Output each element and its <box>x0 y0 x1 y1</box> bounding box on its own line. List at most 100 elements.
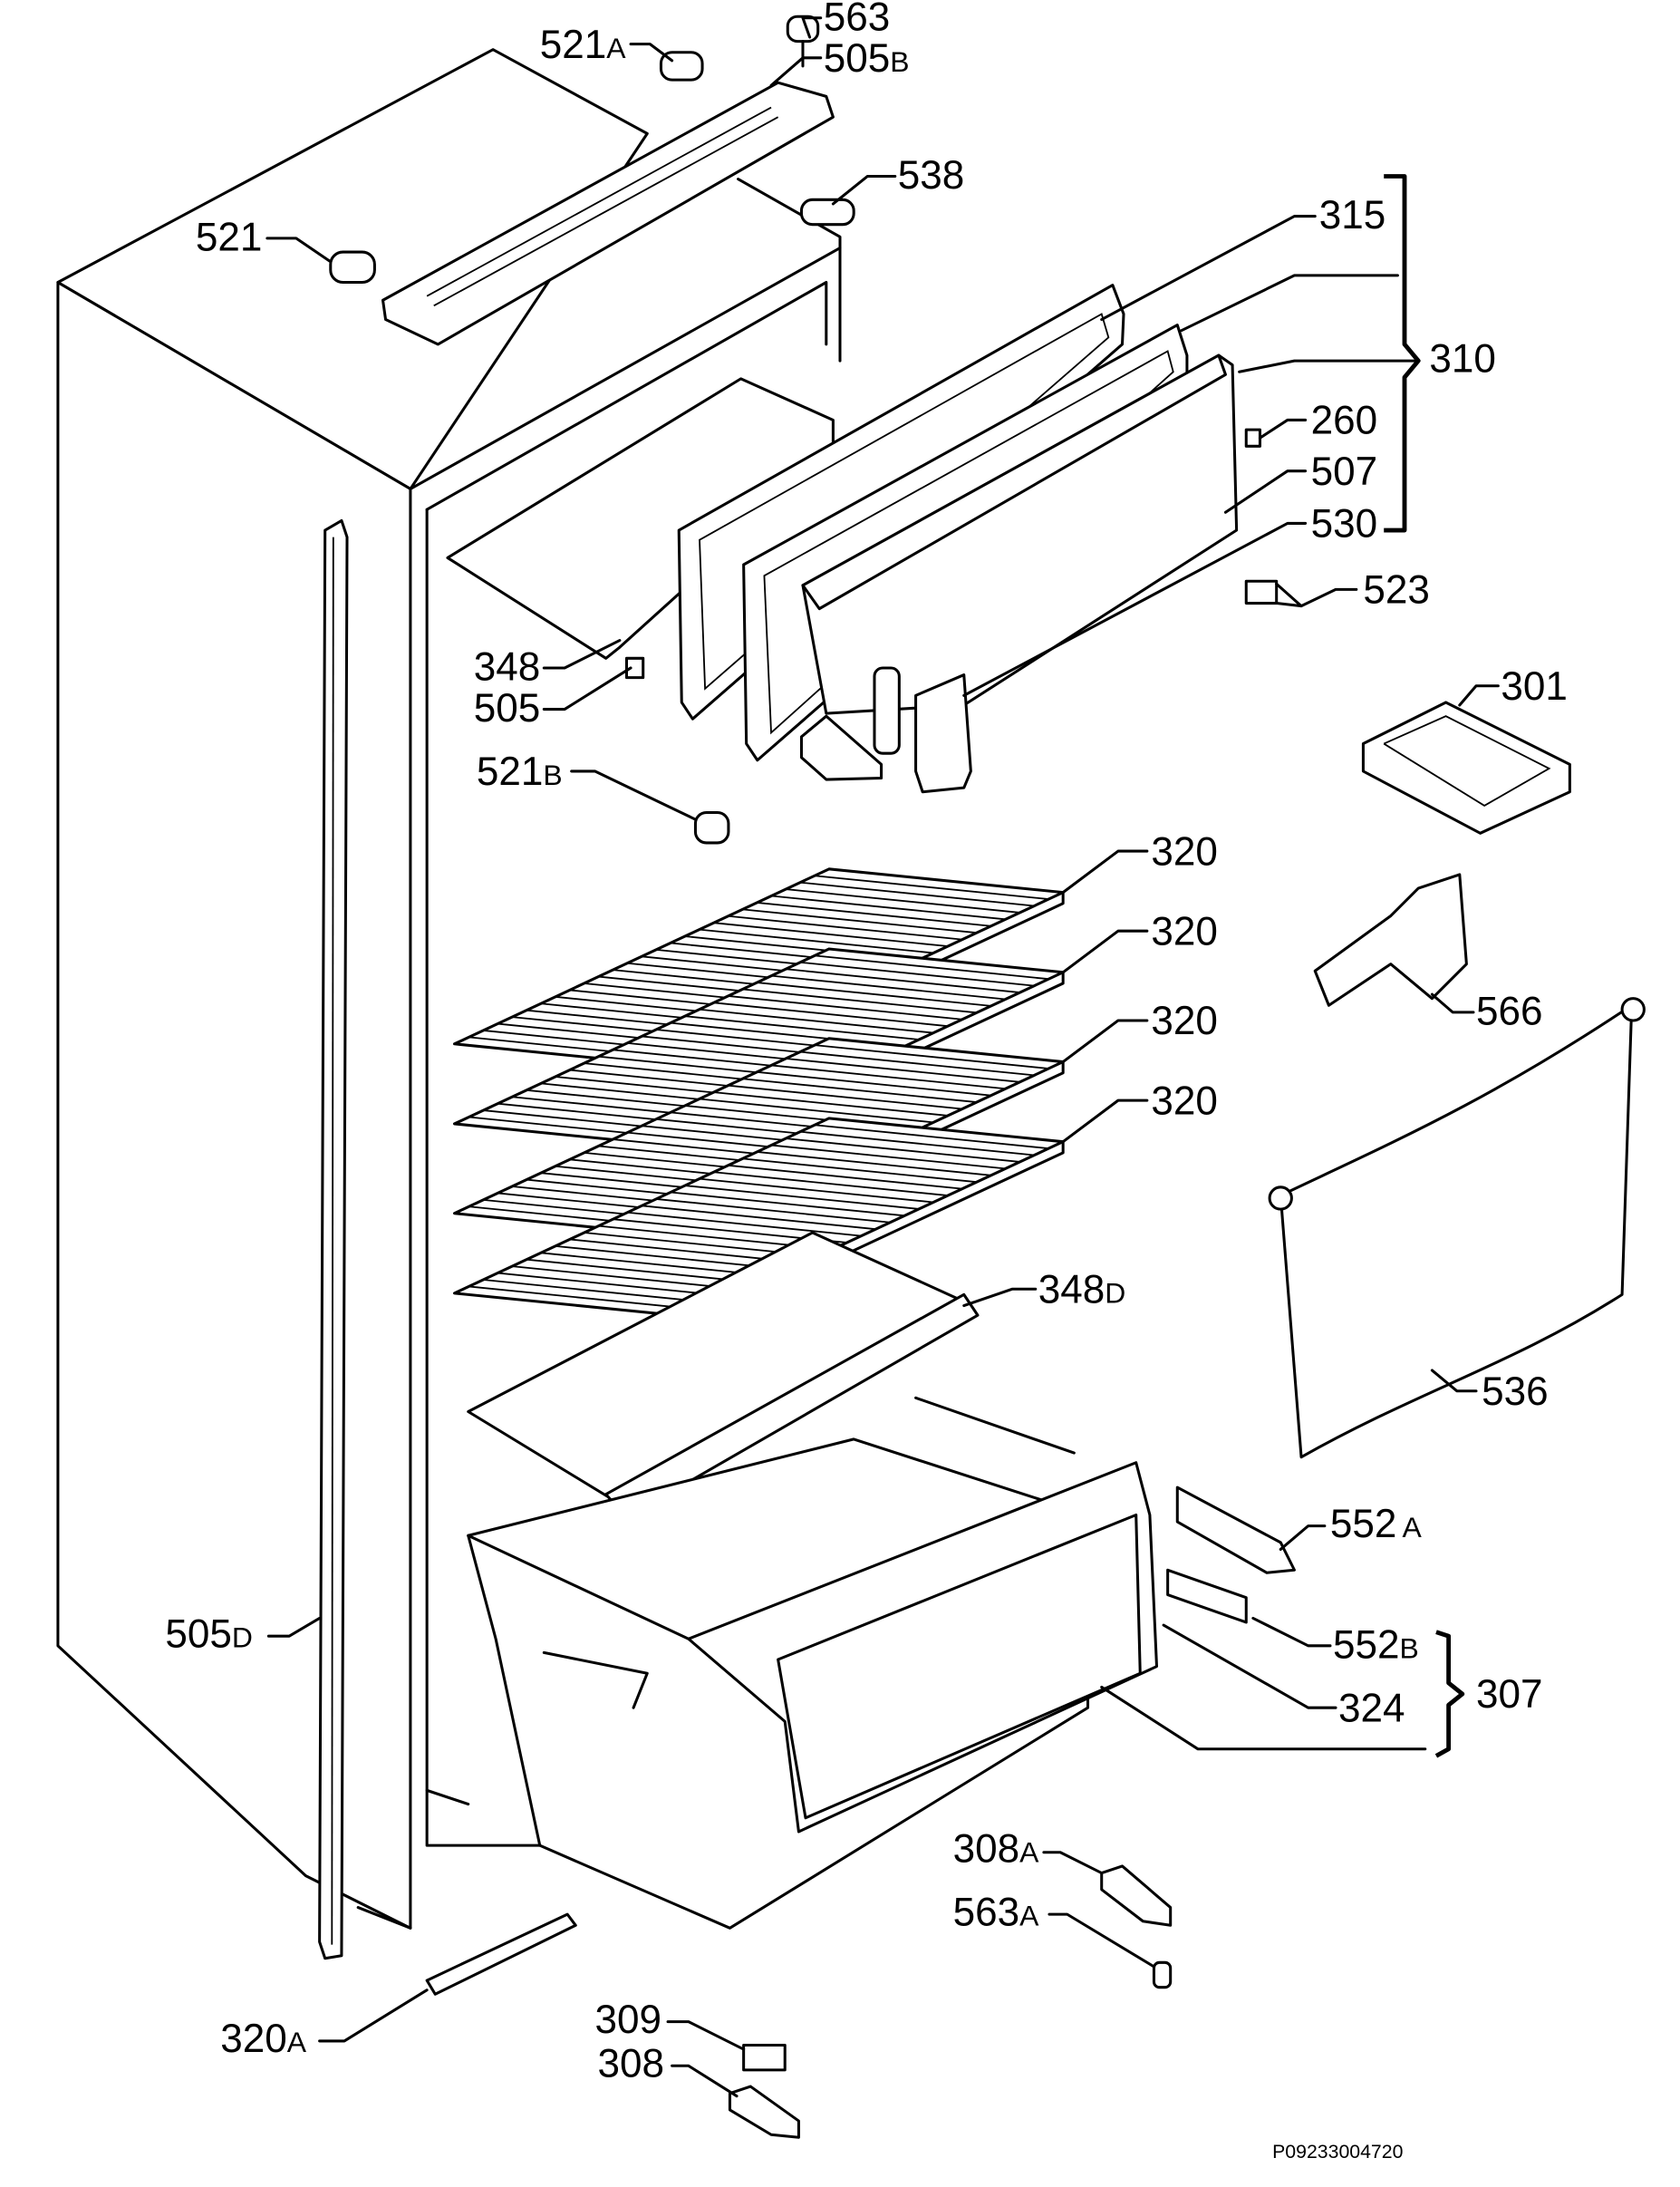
shelf-wire <box>799 1130 1035 1156</box>
shelf-wire <box>814 875 1049 900</box>
label-320: 320 <box>1151 829 1218 874</box>
label-307: 307 <box>1476 1672 1543 1717</box>
shelf-wire <box>757 1151 991 1176</box>
label-309: 309 <box>595 1998 661 2042</box>
flap-536 <box>1268 997 1646 1459</box>
shelf-wire <box>786 1058 1020 1083</box>
shelf-wire <box>757 1070 991 1097</box>
shelf-wire <box>713 922 949 947</box>
label-552b: 552B <box>1333 1623 1419 1668</box>
shelf-wire <box>684 1015 920 1040</box>
shelf-wire <box>786 968 1020 993</box>
shelf-wire <box>757 982 991 1007</box>
shelf-wire <box>713 1091 949 1117</box>
shelf-wire <box>786 888 1020 914</box>
shelf-wire <box>742 1157 977 1184</box>
shelf-wire <box>699 1177 934 1204</box>
bracket-308a <box>1100 1864 1173 1927</box>
bracket-308 <box>728 2085 800 2139</box>
label-530: 530 <box>1311 502 1378 547</box>
label-320: 320 <box>1151 1079 1218 1123</box>
shelf-wire <box>742 988 977 1014</box>
clip-260 <box>1244 428 1261 448</box>
shelf-wire <box>728 1164 962 1190</box>
shelf-wire <box>814 954 1049 981</box>
shelf-wire <box>468 1285 703 1311</box>
kick-plate-320a <box>425 1912 577 1996</box>
label-505: 505 <box>474 686 541 731</box>
label-348: 348 <box>474 645 541 690</box>
cap-521b <box>693 810 730 845</box>
shelf-wire <box>728 994 962 1021</box>
shelf-wire <box>728 1084 962 1110</box>
shelf-wire <box>799 961 1035 987</box>
shelf-wire <box>670 1191 905 1217</box>
shelf-wire <box>799 881 1035 907</box>
shelf-wire <box>655 1198 891 1224</box>
shelf-wire <box>699 928 934 954</box>
shelf-wire <box>771 974 1006 1001</box>
shelf-wire <box>699 1008 934 1034</box>
leader-lines <box>266 16 1500 2098</box>
label-505b: 505B <box>824 36 910 81</box>
label-348d: 348D <box>1038 1267 1126 1311</box>
freezer-door-507 <box>799 353 1239 794</box>
shelf-wire <box>627 1211 862 1237</box>
wire-shelves-320 <box>453 867 1065 1330</box>
ice-tray-301 <box>1361 701 1571 835</box>
ice-scraper-566 <box>1313 873 1468 1007</box>
pin-563a <box>1152 1960 1173 1989</box>
label-320: 320 <box>1151 999 1218 1043</box>
label-310: 310 <box>1429 336 1495 381</box>
shelf-wire <box>799 1050 1035 1077</box>
label-308: 308 <box>598 2041 665 2085</box>
hinge-538 <box>799 198 855 227</box>
label-538: 538 <box>898 153 964 198</box>
shelf-wire <box>483 1279 718 1304</box>
shelf-wire <box>814 1044 1049 1069</box>
label-260: 260 <box>1311 399 1378 443</box>
shelf-wire <box>512 1265 747 1291</box>
shelf-wire <box>742 1078 977 1103</box>
label-563a: 563A <box>953 1890 1040 1934</box>
wire-shelf <box>453 1037 1065 1250</box>
shelf-wire <box>497 1272 732 1298</box>
hinge-523 <box>1244 579 1303 608</box>
cap-521 <box>329 250 376 285</box>
slide-552a <box>1175 1485 1296 1574</box>
bracket-307 <box>1434 1630 1465 1758</box>
part-labels: 521A 563 505B 538 521 315 310 260 507 53… <box>165 0 1567 2163</box>
label-320a: 320A <box>220 2017 307 2061</box>
shelf-wire <box>699 1098 934 1124</box>
label-315: 315 <box>1319 193 1386 237</box>
bracket-310 <box>1384 174 1421 533</box>
label-566: 566 <box>1476 990 1543 1034</box>
label-320: 320 <box>1151 909 1218 953</box>
label-523: 523 <box>1363 568 1430 613</box>
shelf-wire <box>684 1185 920 1210</box>
label-507: 507 <box>1311 450 1378 494</box>
reference-code: P09233004720 <box>1272 2141 1403 2163</box>
shelf-wire <box>713 1171 949 1196</box>
shelf-wire <box>742 908 977 934</box>
shelf-wire <box>786 1137 1020 1163</box>
shelf-wire <box>713 1002 949 1028</box>
shelf-wire <box>771 895 1006 921</box>
top-hinge-bar-505b <box>381 81 835 346</box>
shelf-wire <box>642 1205 876 1231</box>
crisper-drawer-324 <box>467 1396 1159 1930</box>
label-324: 324 <box>1338 1686 1405 1730</box>
label-563: 563 <box>824 0 891 39</box>
slide-552b <box>1166 1568 1248 1624</box>
door-gasket-505d <box>318 518 349 1960</box>
shelf-wire <box>757 902 991 927</box>
label-505d: 505D <box>165 1611 253 1656</box>
label-521a: 521A <box>540 23 627 67</box>
part-309 <box>742 2043 787 2072</box>
shelf-wire <box>771 1064 1006 1090</box>
shelf-wire <box>728 914 962 941</box>
shelf-wire <box>771 1144 1006 1170</box>
label-536: 536 <box>1482 1369 1549 1414</box>
